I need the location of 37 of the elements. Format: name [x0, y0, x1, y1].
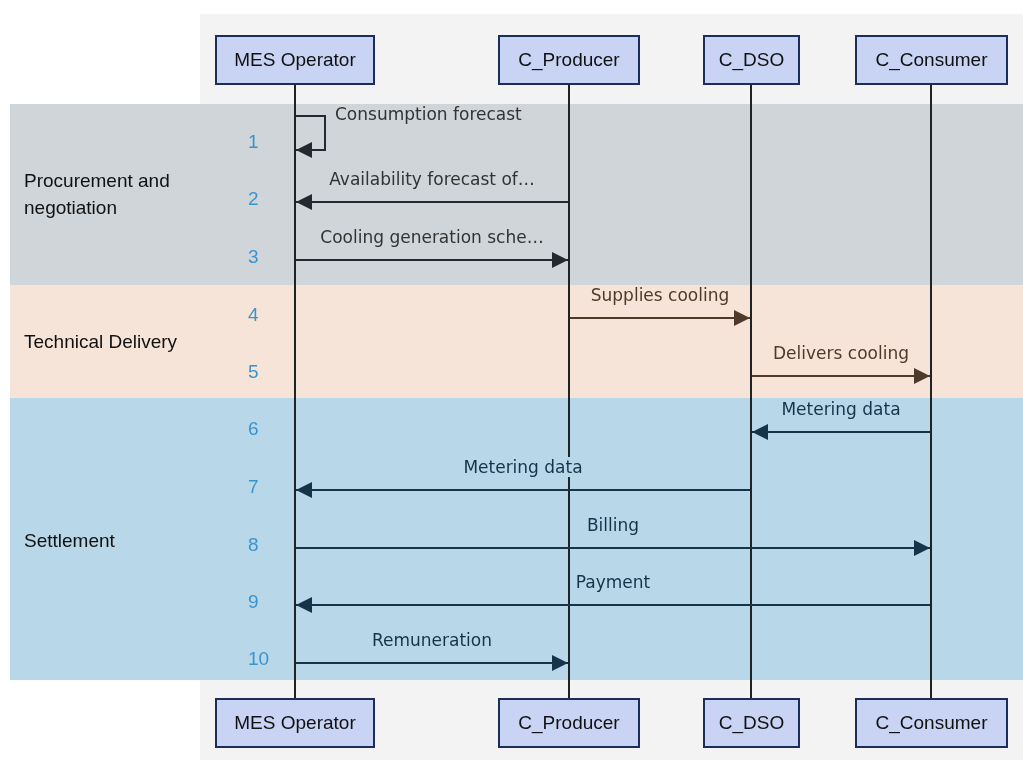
- participant-box: C_DSO: [703, 698, 800, 748]
- message-label: Delivers cooling: [771, 343, 911, 363]
- step-number: 3: [248, 246, 260, 268]
- phase-label: Settlement: [24, 528, 116, 553]
- step-number: 10: [248, 648, 271, 670]
- participant-box: C_Consumer: [855, 35, 1008, 85]
- message-arrow: [295, 115, 326, 158]
- message-arrow: [751, 368, 931, 384]
- message-label: Consumption forecast: [333, 104, 524, 124]
- step-number: 9: [248, 591, 260, 613]
- participant-box: C_Consumer: [855, 698, 1008, 748]
- message-arrow: [569, 310, 751, 326]
- lifeline: [294, 85, 296, 698]
- step-number: 6: [248, 418, 260, 440]
- message-arrow: [295, 655, 569, 671]
- phase-label: Technical Delivery: [24, 329, 179, 354]
- message-arrow: [295, 597, 931, 613]
- message-arrow: [295, 482, 751, 498]
- step-number: 1: [248, 131, 260, 153]
- step-number: 2: [248, 188, 260, 210]
- step-number: 7: [248, 476, 260, 498]
- message-arrow: [295, 194, 569, 210]
- message-arrow: [295, 540, 931, 556]
- phase-label: Procurement and negotiation: [24, 169, 171, 220]
- message-arrow: [295, 252, 569, 268]
- step-number: 4: [248, 304, 260, 326]
- step-number: 5: [248, 361, 260, 383]
- participant-box: C_DSO: [703, 35, 800, 85]
- lifeline: [750, 85, 752, 698]
- lifeline: [930, 85, 932, 698]
- participant-box: C_Producer: [498, 698, 640, 748]
- participant-box: MES Operator: [215, 698, 375, 748]
- lifeline: [568, 85, 570, 698]
- step-number: 8: [248, 534, 260, 556]
- participant-box: C_Producer: [498, 35, 640, 85]
- message-arrow: [751, 424, 931, 440]
- participant-box: MES Operator: [215, 35, 375, 85]
